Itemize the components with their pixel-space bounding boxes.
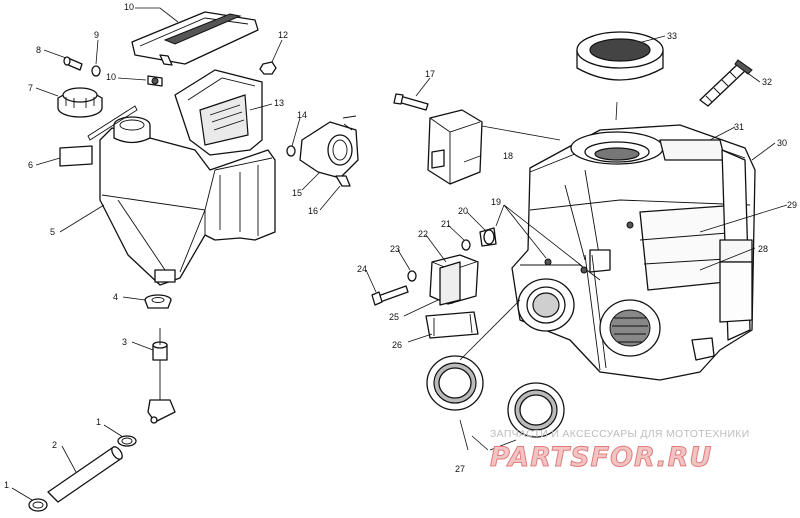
- callout-30: 30: [777, 138, 787, 148]
- callout-20: 20: [458, 206, 468, 216]
- callout-24: 24: [357, 264, 367, 274]
- callout-1-upper: 1: [96, 417, 101, 427]
- callout-15: 15: [292, 188, 302, 198]
- callout-23: 23: [390, 244, 400, 254]
- seal-lower: [507, 382, 565, 438]
- callout-14: 14: [297, 110, 307, 120]
- oil-hose: [47, 446, 123, 503]
- callout-21: 21: [441, 219, 451, 229]
- seal-upper: [426, 355, 484, 411]
- leader-lines: [11, 7, 788, 501]
- decal: [59, 145, 93, 167]
- bolt-10: [147, 75, 163, 87]
- callout-17: 17: [425, 69, 435, 79]
- callout-1-lower: 1: [4, 480, 9, 490]
- throttle-body: [299, 115, 359, 187]
- callout-3: 3: [122, 337, 127, 347]
- airbox-housing: [511, 124, 756, 381]
- watermark-brand: PARTSFOR.RU: [490, 442, 712, 473]
- grommet-20: [479, 227, 497, 247]
- callout-18: 18: [503, 151, 513, 161]
- strip: [87, 105, 138, 141]
- oil-tank-assembly: [28, 11, 359, 512]
- callout-8: 8: [36, 45, 41, 55]
- watermark-tagline: ЗАПЧАСТИ И АКСЕССУАРЫ ДЛЯ МОТОТЕХНИКИ: [490, 428, 750, 440]
- control-module: [427, 109, 483, 185]
- callout-22: 22: [418, 229, 428, 239]
- grommet-4: [144, 294, 172, 309]
- callout-2: 2: [52, 440, 57, 450]
- nut-12: [259, 61, 277, 75]
- oil-sender: [147, 328, 176, 424]
- callout-29: 29: [787, 200, 797, 210]
- fastener-19c: [626, 221, 634, 229]
- callout-11: 10: [124, 2, 134, 12]
- callout-9: 9: [94, 30, 99, 40]
- callout-13: 13: [274, 98, 284, 108]
- callout-labels: 10 8 9 10 12 7 6 5 13 14 15 16 4 3 1 2 1…: [4, 2, 797, 490]
- fastener-19a: [544, 258, 552, 266]
- washer-23: [407, 270, 417, 282]
- callout-32: 32: [762, 77, 772, 87]
- callout-5: 5: [50, 227, 55, 237]
- tank-shroud: [174, 69, 263, 156]
- callout-7: 7: [28, 83, 33, 93]
- filler-cap: [57, 87, 103, 118]
- foam-ring: [576, 31, 664, 81]
- fastener-19b: [580, 266, 588, 274]
- callout-19: 19: [491, 197, 501, 207]
- callout-26: 26: [392, 340, 402, 350]
- callout-6: 6: [28, 160, 33, 170]
- washer-21: [461, 239, 471, 251]
- hose-clamp-upper: [117, 435, 137, 447]
- oil-tank-body: [99, 116, 276, 286]
- callout-16: 16: [308, 206, 318, 216]
- callout-25: 25: [389, 312, 399, 322]
- callout-27: 27: [455, 464, 465, 474]
- bolt-17: [393, 93, 429, 111]
- callout-10: 10: [106, 72, 116, 82]
- bolt-8: [63, 56, 83, 71]
- clip-26: [425, 311, 479, 339]
- callout-28: 28: [758, 244, 768, 254]
- hose-clamp-lower: [28, 498, 48, 512]
- module-guide-line: [481, 125, 561, 141]
- watermark: ЗАПЧАСТИ И АКСЕССУАРЫ ДЛЯ МОТОТЕХНИКИ PA…: [490, 428, 750, 474]
- washer-9: [91, 65, 101, 77]
- callout-31: 31: [734, 122, 744, 132]
- tank-cover: [131, 11, 259, 66]
- callout-12: 12: [278, 30, 288, 40]
- bolt-24: [371, 285, 409, 306]
- strap: [699, 59, 753, 107]
- washer-14: [286, 145, 296, 157]
- bracket-22: [429, 254, 479, 306]
- airbox-assembly: [371, 31, 756, 438]
- callout-4: 4: [113, 292, 118, 302]
- callout-33: 33: [667, 31, 677, 41]
